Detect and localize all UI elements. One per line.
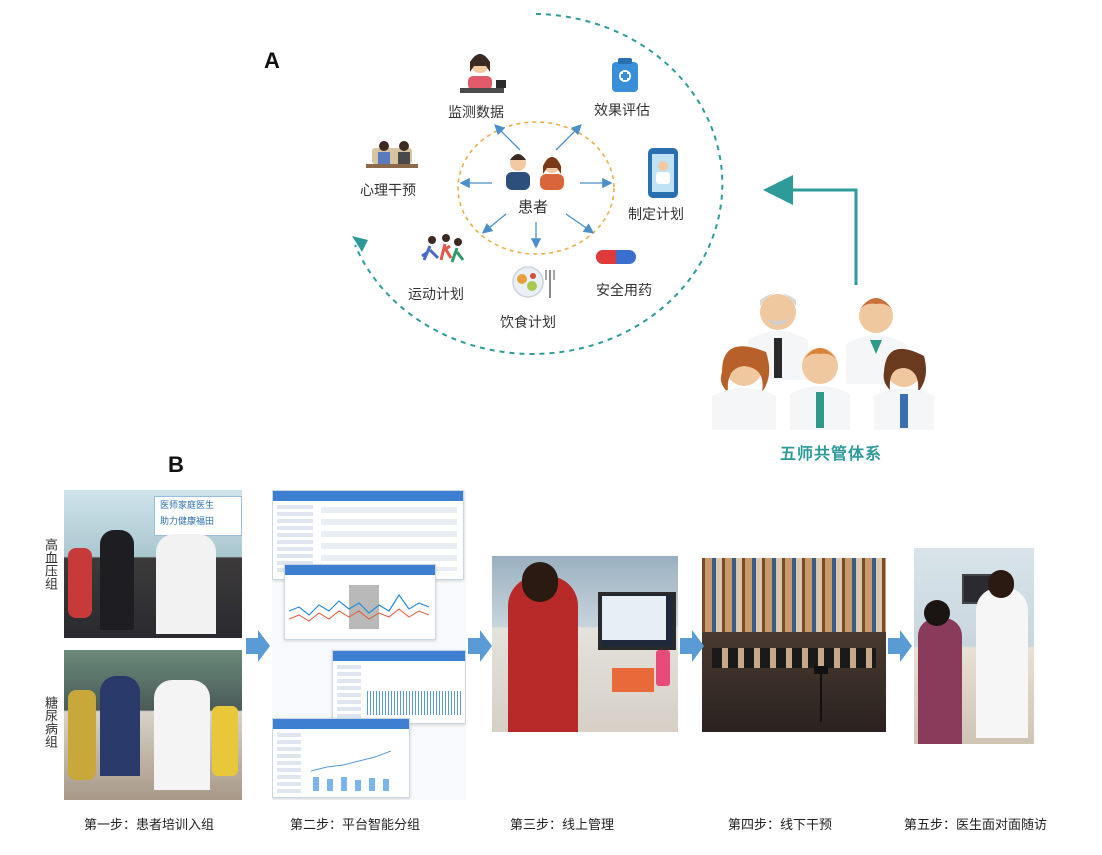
node-diet-label: 饮食计划 [500, 315, 556, 331]
counseling-icon [366, 141, 418, 168]
spoke-evaluation [555, 124, 582, 151]
step-arrow-2 [468, 630, 492, 662]
panel-b-letter: B [168, 452, 184, 477]
node-monitoring-label: 监测数据 [448, 105, 504, 121]
doctor-team-illustration [700, 293, 948, 430]
monitoring-icon [460, 54, 506, 93]
poster-line-2: 助力健康福田 [160, 517, 215, 527]
care-cycle-diagram [352, 13, 948, 430]
photo-platform-screens [272, 490, 466, 800]
team-label: 五师共管体系 [780, 444, 883, 463]
spoke-exercise [481, 213, 507, 234]
step-arrow-4 [888, 630, 912, 662]
photo-offline-intervention [702, 558, 886, 732]
plan-phone-icon [648, 148, 678, 198]
photo-diabetes-training [64, 650, 242, 800]
node-planning-label: 制定计划 [628, 207, 684, 223]
photo-online-management [492, 556, 678, 732]
step-1-label: 第一步：患者培训入组 [84, 818, 215, 833]
evaluation-icon [612, 58, 638, 92]
pill-icon [596, 250, 636, 264]
spoke-monitoring [494, 124, 521, 151]
step-5-label: 第五步：医生面对面随访 [904, 818, 1048, 833]
group-label-diabetes: 糖尿病组 [42, 696, 57, 748]
panel-a-letter: A [264, 48, 280, 73]
step-3-label: 第三步：线上管理 [510, 818, 615, 833]
step-4-label: 第四步：线下干预 [728, 818, 833, 833]
node-evaluation-label: 效果评估 [594, 103, 650, 119]
photo-face-to-face-followup [914, 548, 1034, 744]
photo-hypertension-training: 医师家庭医生 助力健康福田 [64, 490, 242, 638]
center-patient-label: 患者 [518, 198, 549, 216]
runners-icon [421, 234, 465, 263]
inner-ring [457, 121, 615, 255]
spoke-medication [565, 213, 595, 234]
node-medication-label: 安全用药 [596, 283, 652, 299]
team-feedback-arrow [763, 175, 858, 285]
group-label-hypertension: 高血压组 [42, 538, 57, 590]
poster-line-1: 医师家庭医生 [160, 501, 215, 511]
patient-couple-icon [506, 154, 564, 190]
step-arrow-3 [680, 630, 704, 662]
step-arrow-1 [246, 630, 270, 662]
outer-cycle-arc [354, 13, 724, 355]
node-exercise-label: 运动计划 [408, 287, 464, 303]
step-2-label: 第二步：平台智能分组 [290, 818, 421, 833]
diet-plate-icon [512, 266, 555, 298]
node-psychology-label: 心理干预 [360, 183, 416, 199]
